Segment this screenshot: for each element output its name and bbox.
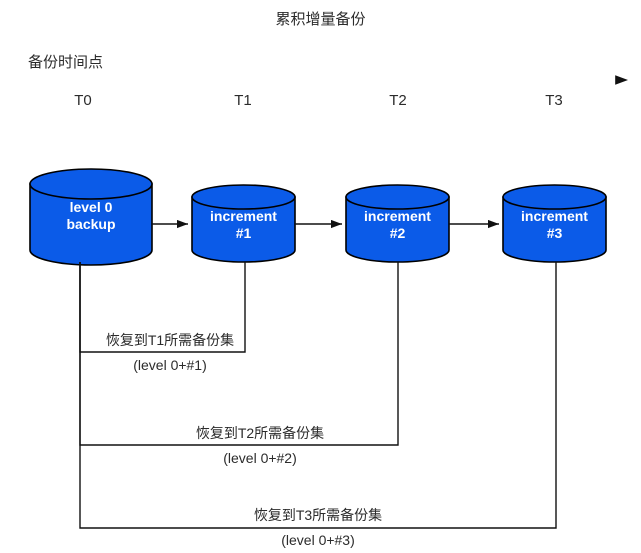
node-increment-3[interactable] [502,184,607,263]
bracket-restore-t2 [79,262,399,446]
diagram-title: 累积增量备份 [275,11,366,28]
axis-tick-t1: T1 [234,92,252,109]
axis-tick-t0: T0 [74,92,92,109]
bracket-label-restore-t2: 恢复到T2所需备份集 [195,425,325,441]
timeline-axis-label: 备份时间点 [28,54,104,71]
bracket-restore-t3 [79,262,557,529]
axis-tick-t3: T3 [545,92,563,109]
bracket-sublabel-restore-t1: (level 0+#1) [133,357,207,373]
bracket-label-restore-t1: 恢复到T1所需备份集 [105,332,235,348]
axis-tick-t2: T2 [389,92,407,109]
bracket-label-restore-t3: 恢复到T3所需备份集 [253,507,383,523]
node-level-0-backup[interactable] [29,168,153,266]
node-increment-2[interactable] [345,184,450,263]
bracket-sublabel-restore-t3: (level 0+#3) [281,532,355,548]
bracket-sublabel-restore-t2: (level 0+#2) [223,450,297,466]
node-increment-1[interactable] [191,184,296,263]
